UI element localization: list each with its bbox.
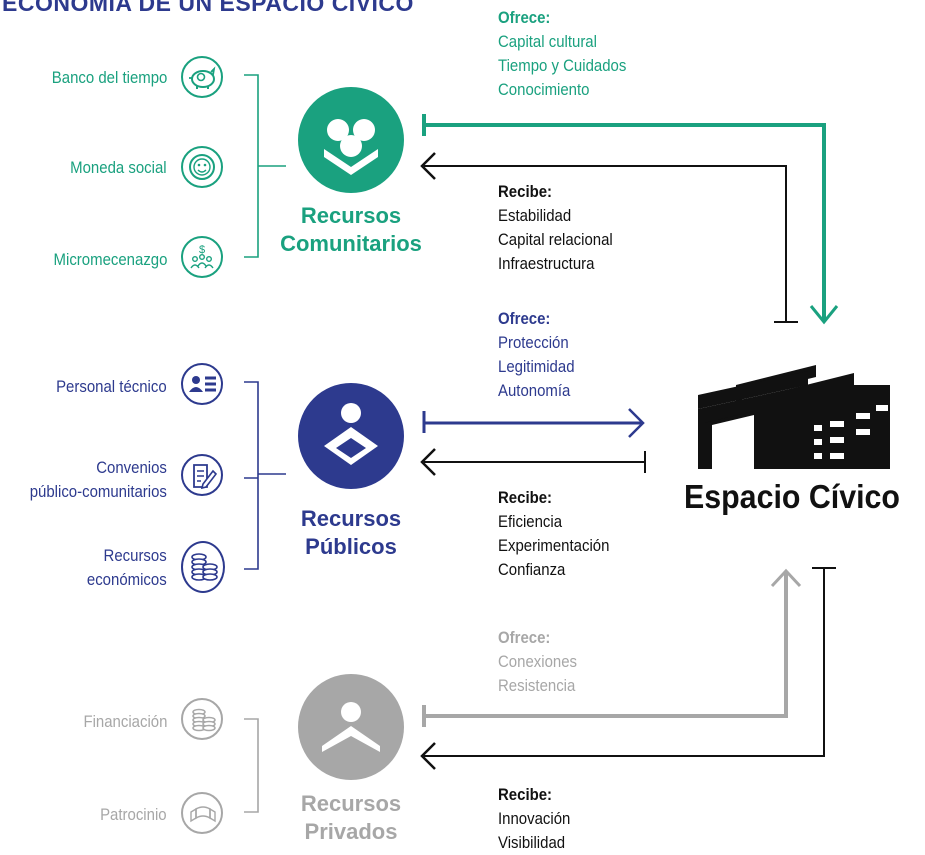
- tool-label-line2: económicos: [87, 570, 167, 589]
- target-label: Espacio Cívico: [684, 478, 900, 515]
- recibe-heading: Recibe:: [498, 785, 553, 804]
- recibe-item: Confianza: [498, 560, 566, 579]
- tool-label-line2: público-comunitarios: [29, 482, 167, 501]
- tool-label-banco-del-tiempo: Banco del tiempo: [51, 68, 167, 87]
- comunitarios-ofrece: Ofrece: Capital cultural Tiempo y Cuidad…: [498, 6, 626, 102]
- group-title-line2: Públicos: [305, 534, 397, 559]
- publicos-receive-arrow: [420, 448, 646, 476]
- privados-bracket: [244, 718, 259, 813]
- diagram-title: ECONOMÍA DE UN ESPACIO CÍVICO: [2, 0, 414, 16]
- recibe-heading: Recibe:: [498, 488, 553, 507]
- publicos-ofrece: Ofrece: Protección Legitimidad Autonomía: [498, 307, 575, 403]
- privados-recibe: Recibe: Innovación Visibilidad: [498, 783, 570, 855]
- comunitarios-receive-arrow: [420, 152, 798, 323]
- ofrece-item: Capital cultural: [498, 32, 597, 51]
- public-icon: [298, 383, 404, 489]
- recibe-item: Experimentación: [498, 536, 610, 555]
- ofrece-item: Protección: [498, 333, 569, 352]
- ofrece-item: Tiempo y Cuidados: [498, 56, 627, 75]
- coins-icon: [181, 698, 223, 740]
- ofrece-heading: Ofrece:: [498, 628, 551, 647]
- comunitarios-bracket: [244, 74, 286, 258]
- group-title-line1: Recursos: [300, 506, 402, 531]
- comunitarios-recibe: Recibe: Estabilidad Capital relacional I…: [498, 180, 613, 276]
- tool-label-personal-tecnico: Personal técnico: [56, 377, 167, 396]
- recibe-item: Infraestructura: [498, 254, 595, 273]
- comunitarios-offer-arrow: [422, 114, 839, 325]
- privados-offer-arrow: [422, 568, 802, 727]
- community-icon: [298, 87, 404, 193]
- publicos-recibe: Recibe: Eficiencia Experimentación Confi…: [498, 486, 609, 582]
- publicos-offer-arrow: [422, 408, 645, 438]
- ofrece-item: Conexiones: [498, 652, 578, 671]
- recibe-item: Innovación: [498, 809, 571, 828]
- ofrece-heading: Ofrece:: [498, 8, 551, 27]
- id-card-icon: [181, 363, 223, 405]
- tool-label-patrocinio: Patrocinio: [100, 805, 167, 824]
- tool-label-line1: Recursos: [103, 546, 167, 565]
- ofrece-item: Autonomía: [498, 381, 571, 400]
- ofrece-item: Legitimidad: [498, 357, 575, 376]
- tool-label-moneda-social: Moneda social: [70, 158, 167, 177]
- recibe-item: Capital relacional: [498, 230, 613, 249]
- building-icon: [696, 365, 890, 474]
- ribbon-icon: [181, 792, 223, 834]
- ofrece-item: Resistencia: [498, 676, 576, 695]
- recibe-item: Eficiencia: [498, 512, 563, 531]
- piggy-bank-icon: [181, 56, 223, 98]
- ofrece-item: Conocimiento: [498, 80, 590, 99]
- group-title-privados: Recursos Privados: [266, 790, 436, 846]
- group-title-publicos: Recursos Públicos: [266, 505, 436, 561]
- group-title-line1: Recursos: [300, 203, 402, 228]
- crowdfunding-icon: $: [181, 236, 223, 278]
- tool-label-financiacion: Financiación: [83, 712, 167, 731]
- publicos-bracket: [244, 381, 286, 570]
- group-title-comunitarios: Recursos Comunitarios: [266, 202, 436, 258]
- private-icon: [298, 674, 404, 780]
- agreement-icon: [181, 454, 223, 496]
- group-title-line2: Privados: [304, 819, 398, 844]
- tool-label-micromecenazgo: Micromecenazgo: [53, 250, 167, 269]
- ofrece-heading: Ofrece:: [498, 309, 551, 328]
- privados-receive-arrow: [420, 567, 836, 770]
- tool-label-convenios: Convenios público-comunitarios: [30, 456, 167, 504]
- recibe-heading: Recibe:: [498, 182, 553, 201]
- tool-label-line1: Convenios: [96, 458, 167, 477]
- recibe-item: Visibilidad: [498, 833, 566, 852]
- recibe-item: Estabilidad: [498, 206, 572, 225]
- group-title-line2: Comunitarios: [280, 231, 422, 256]
- privados-ofrece: Ofrece: Conexiones Resistencia: [498, 626, 577, 698]
- svg-text:$: $: [199, 244, 205, 256]
- tool-label-recursos-economicos: Recursos económicos: [87, 544, 167, 592]
- coins-icon: [181, 541, 225, 593]
- group-title-line1: Recursos: [300, 791, 402, 816]
- coin-icon: [181, 146, 223, 188]
